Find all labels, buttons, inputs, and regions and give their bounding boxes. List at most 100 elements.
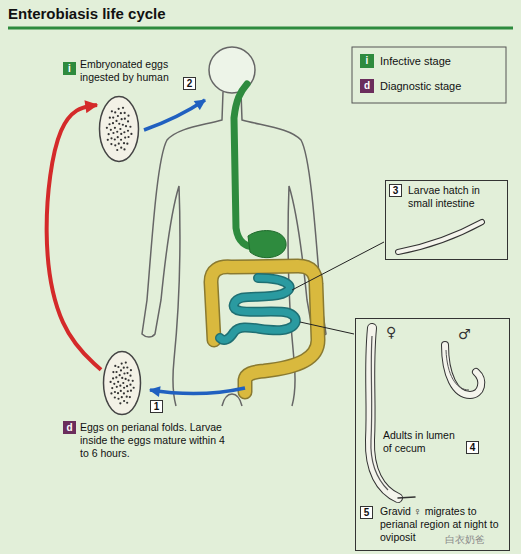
watermark: 白衣奶爸	[445, 533, 485, 547]
male-worm	[445, 345, 481, 395]
stage-marker: d	[63, 421, 76, 434]
egg-stage: Embryonated eggs ingested by human	[98, 95, 140, 163]
egg-content	[125, 361, 127, 363]
egg-content	[110, 392, 112, 394]
diagram-title: Enterobiasis life cycle	[8, 5, 166, 22]
egg-content	[132, 380, 134, 382]
egg-content	[116, 386, 118, 388]
egg-content	[116, 149, 118, 151]
sex-symbol: ♀	[386, 325, 396, 339]
male-worm-gut	[446, 350, 469, 390]
egg-content	[114, 391, 116, 393]
female-worm-outline	[370, 328, 398, 498]
egg-content	[114, 144, 116, 146]
egg-content	[126, 402, 128, 404]
leader-line	[300, 322, 354, 334]
legend-text: Infective stage	[380, 55, 451, 67]
egg-content	[120, 147, 122, 149]
egg-content	[114, 127, 116, 129]
egg-content	[121, 396, 123, 398]
female-worm	[370, 328, 398, 498]
egg-content	[126, 143, 128, 145]
egg-content	[127, 120, 129, 122]
egg-content	[119, 402, 121, 404]
egg-content	[112, 122, 114, 124]
egg-content	[112, 116, 114, 118]
female-worm-uterus	[371, 336, 388, 490]
egg-content	[117, 136, 119, 138]
egg-content	[118, 108, 120, 110]
title-rule	[8, 27, 513, 30]
egg-content	[120, 139, 122, 141]
egg-content	[114, 111, 116, 113]
egg-content	[112, 377, 114, 379]
female-worm-tail	[398, 497, 415, 498]
legend-text: Diagnostic stage	[380, 80, 461, 92]
ingestion-arrow	[144, 100, 205, 130]
egg-content	[133, 387, 135, 389]
callout-number: 4	[466, 441, 479, 454]
egg-content	[110, 129, 112, 131]
egg-content	[120, 390, 122, 392]
egg-content	[129, 375, 131, 377]
egg-content	[129, 384, 131, 386]
egg-content	[127, 130, 129, 132]
callout-number: 3	[389, 184, 402, 197]
egg-content	[106, 127, 108, 129]
egg-content	[116, 131, 118, 133]
egg-content	[120, 112, 122, 114]
egg-content	[126, 366, 128, 368]
egg-content	[126, 372, 128, 374]
egg-content	[108, 133, 110, 135]
egg-content	[125, 378, 127, 380]
callout-number: 5	[360, 506, 373, 519]
egg-content	[127, 115, 129, 117]
stage-caption: Embryonated eggs ingested by human	[80, 58, 180, 84]
callout-number: 1	[150, 400, 163, 413]
small-intestine	[220, 278, 296, 340]
egg-content	[126, 396, 128, 398]
egg-content	[124, 112, 126, 114]
egg-content	[109, 117, 111, 119]
egg-content	[114, 365, 116, 367]
egg-shell	[104, 352, 141, 415]
stage-box: Larvae hatch in small intestine	[385, 180, 508, 260]
egg-content	[123, 148, 125, 150]
egg-content	[130, 133, 132, 135]
egg-content	[118, 143, 120, 145]
egg-content	[124, 118, 126, 120]
egg-content	[114, 138, 116, 140]
egg-content	[117, 398, 119, 400]
egg-content	[130, 390, 132, 392]
stage-box: Adults in lumen of cecumGravid ♀ migrate…	[355, 318, 510, 551]
egg-outline	[98, 95, 140, 163]
legend-row: Infective stage	[360, 54, 451, 68]
egg-content	[115, 120, 117, 122]
egg-content	[107, 139, 109, 141]
egg-content	[127, 136, 129, 138]
esophagus	[234, 84, 256, 246]
egg-content	[117, 392, 119, 394]
egg-content	[115, 376, 117, 378]
egg-content	[112, 371, 114, 373]
egg-content	[121, 118, 123, 120]
egg-content	[114, 396, 116, 398]
egg-content	[123, 400, 125, 402]
egg-content	[119, 374, 121, 376]
egg-content	[123, 387, 125, 389]
egg-content	[121, 377, 123, 379]
egg-content	[123, 372, 125, 374]
egg-content	[120, 133, 122, 135]
egg-content	[127, 379, 129, 381]
egg-content	[117, 381, 119, 383]
egg-content	[127, 390, 129, 392]
swatch-letter: i	[360, 54, 374, 68]
box-note: Gravid ♀ migrates to perianal region at …	[380, 505, 506, 544]
egg-content	[130, 369, 132, 371]
larva	[398, 222, 482, 252]
egg-content	[117, 115, 119, 117]
egg-content	[117, 366, 119, 368]
male-worm-outline	[445, 345, 481, 395]
